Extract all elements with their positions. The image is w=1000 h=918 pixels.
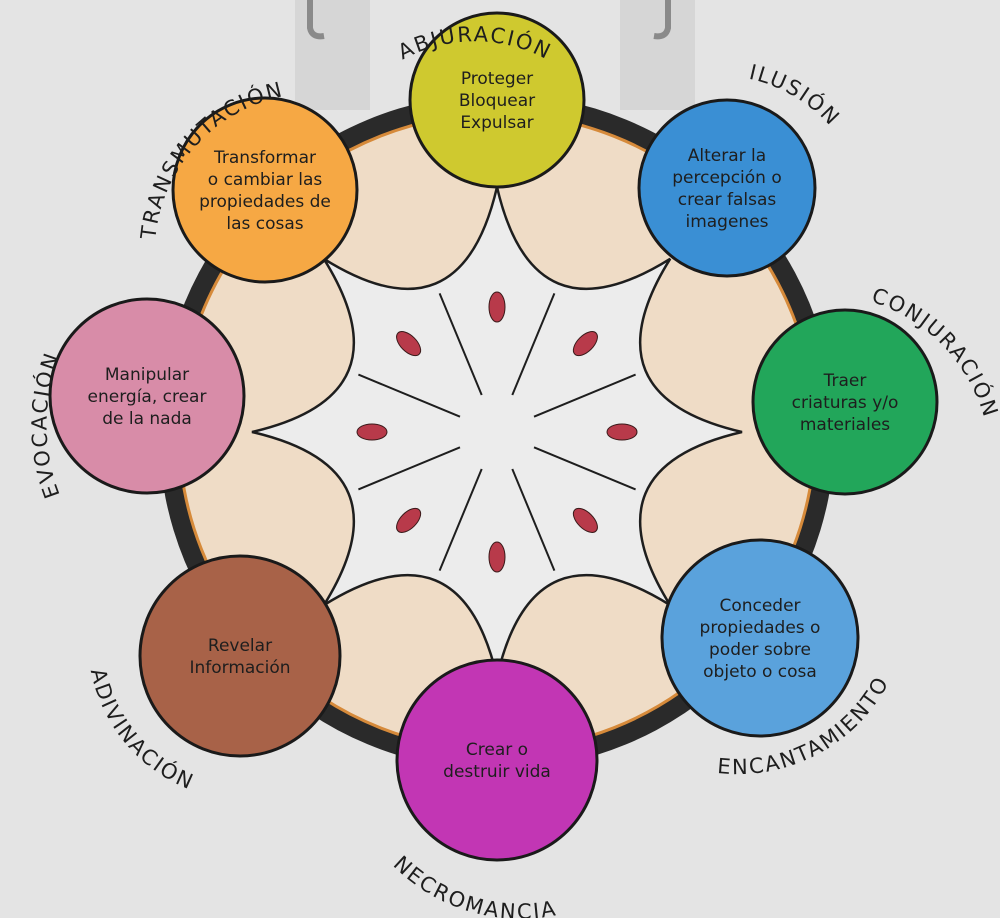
node-circle-adivinacion	[138, 554, 342, 758]
node-text-encantamiento: poder sobre	[709, 640, 811, 660]
node-text-evocacion: de la nada	[102, 409, 192, 429]
star-pattern	[251, 186, 743, 678]
node-text-conjuracion: criaturas y/o	[792, 393, 899, 413]
node-text-ilusion: Alterar la	[688, 146, 766, 166]
node-text-necromancia: destruir vida	[443, 762, 551, 782]
node-circle-necromancia	[395, 658, 599, 862]
node-circle-encantamiento	[660, 538, 860, 738]
node-text-necromancia: Crear o	[466, 740, 528, 760]
node-text-transmutacion: Transformar	[213, 148, 316, 168]
node-text-transmutacion: o cambiar las	[208, 170, 323, 190]
node-circle-abjuracion	[408, 11, 586, 189]
node-circle-transmutacion	[171, 96, 359, 284]
node-circle-ilusion	[637, 98, 817, 278]
node-text-conjuracion: Traer	[823, 371, 867, 391]
star-spoke	[533, 446, 636, 491]
node-text-evocacion: energía, crear	[88, 387, 207, 407]
star-spoke	[533, 373, 636, 418]
red-ellipses	[356, 291, 638, 573]
tape-strip-left	[295, 0, 370, 110]
star-spoke	[511, 468, 556, 571]
node-text-encantamiento: propiedades o	[700, 618, 821, 638]
node-text-transmutacion: propiedades de	[199, 192, 331, 212]
red-ellipse	[572, 331, 598, 357]
node-text-ilusion: imagenes	[685, 212, 768, 232]
red-ellipse	[488, 541, 506, 573]
binder-ring-right	[653, 0, 671, 40]
node-text-ilusion: percepción o	[672, 168, 782, 188]
node-circle-evocacion	[48, 297, 246, 495]
node-text-ilusion: crear falsas	[678, 190, 777, 210]
node-text-adivinacion: Información	[189, 658, 290, 678]
star-spoke	[438, 468, 483, 571]
node-text-abjuracion: Bloquear	[459, 91, 535, 111]
star-spoke	[358, 373, 461, 418]
red-ellipse	[356, 423, 388, 441]
node-text-conjuracion: materiales	[800, 415, 890, 435]
node-text-encantamiento: objeto o cosa	[703, 662, 817, 682]
node-text-abjuracion: Proteger	[461, 69, 533, 89]
node-text-encantamiento: Conceder	[719, 596, 800, 616]
node-text-adivinacion: Revelar	[208, 636, 272, 656]
red-ellipse	[396, 331, 422, 357]
tape-strip-right	[620, 0, 695, 110]
node-text-abjuracion: Expulsar	[460, 113, 533, 133]
node-circle-conjuracion	[751, 308, 939, 496]
star-spoke	[358, 446, 461, 491]
star-spoke	[438, 293, 483, 396]
node-text-evocacion: Manipular	[105, 365, 189, 385]
node-text-transmutacion: las cosas	[226, 214, 303, 234]
star-spoke	[511, 293, 556, 396]
red-ellipse	[572, 507, 598, 533]
red-ellipse	[396, 507, 422, 533]
red-ellipse	[488, 291, 506, 323]
red-ellipse	[606, 423, 638, 441]
binder-ring-left	[307, 0, 325, 40]
